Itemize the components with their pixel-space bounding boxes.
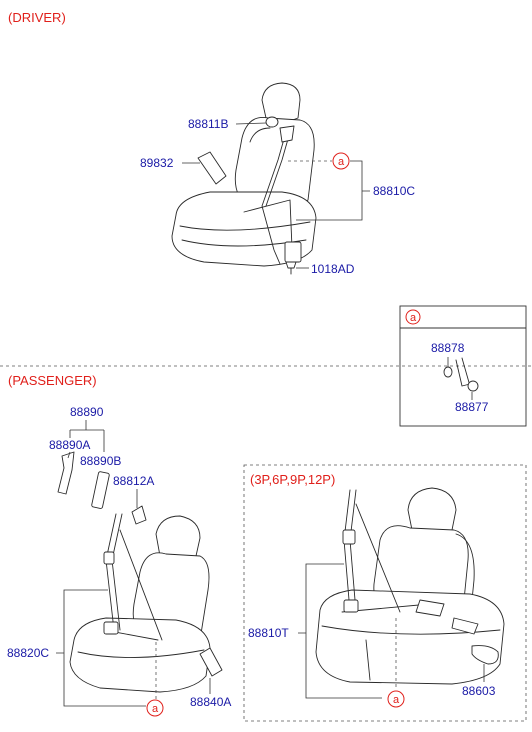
leader-88820C <box>56 589 146 707</box>
leader-88890A <box>67 451 71 459</box>
part-label-88890B: 88890B <box>80 454 121 468</box>
variant-callout-a-letter: a <box>393 694 400 706</box>
leader-88810T <box>298 563 382 699</box>
part-label-88890: 88890 <box>70 405 104 419</box>
part-label-88878: 88878 <box>431 341 465 355</box>
detail-a-letter: a <box>410 312 417 324</box>
detail-a-illustration <box>443 357 479 392</box>
leader-88811B <box>235 122 267 125</box>
driver-callout-a-letter: a <box>338 156 345 168</box>
leader-88890 <box>69 420 105 452</box>
passenger-section-title: (PASSENGER) <box>8 373 97 388</box>
part-label-88877: 88877 <box>455 400 489 414</box>
detail-a-badge <box>405 309 421 325</box>
part-label-88820C: 88820C <box>7 646 49 660</box>
part-label-88811B: 88811B <box>188 117 228 131</box>
part-label-88810C: 88810C <box>373 184 415 198</box>
leader-88810C <box>296 160 370 221</box>
driver-section-title: (DRIVER) <box>8 10 66 25</box>
passenger-callout-a-letter: a <box>152 703 159 715</box>
part-label-1018AD: 1018AD <box>311 262 355 276</box>
driver-callout-a <box>332 152 350 170</box>
variant-callout-a <box>387 690 405 708</box>
part-label-88840A: 88840A <box>190 695 231 709</box>
part-label-88810T: 88810T <box>248 626 289 640</box>
part-label-89832: 89832 <box>140 156 174 170</box>
passenger-seat-illustration <box>57 451 223 693</box>
driver-seat-illustration <box>171 82 317 275</box>
variant-section-title: (3P,6P,9P,12P) <box>250 472 335 487</box>
detail-a-box: a <box>399 305 527 427</box>
part-label-88812A: 88812A <box>113 474 154 488</box>
part-label-88890A: 88890A <box>49 438 90 452</box>
variant-seat-illustration <box>315 487 505 685</box>
passenger-callout-a <box>146 699 164 717</box>
variant-frame <box>243 464 527 722</box>
part-label-88603: 88603 <box>462 684 496 698</box>
